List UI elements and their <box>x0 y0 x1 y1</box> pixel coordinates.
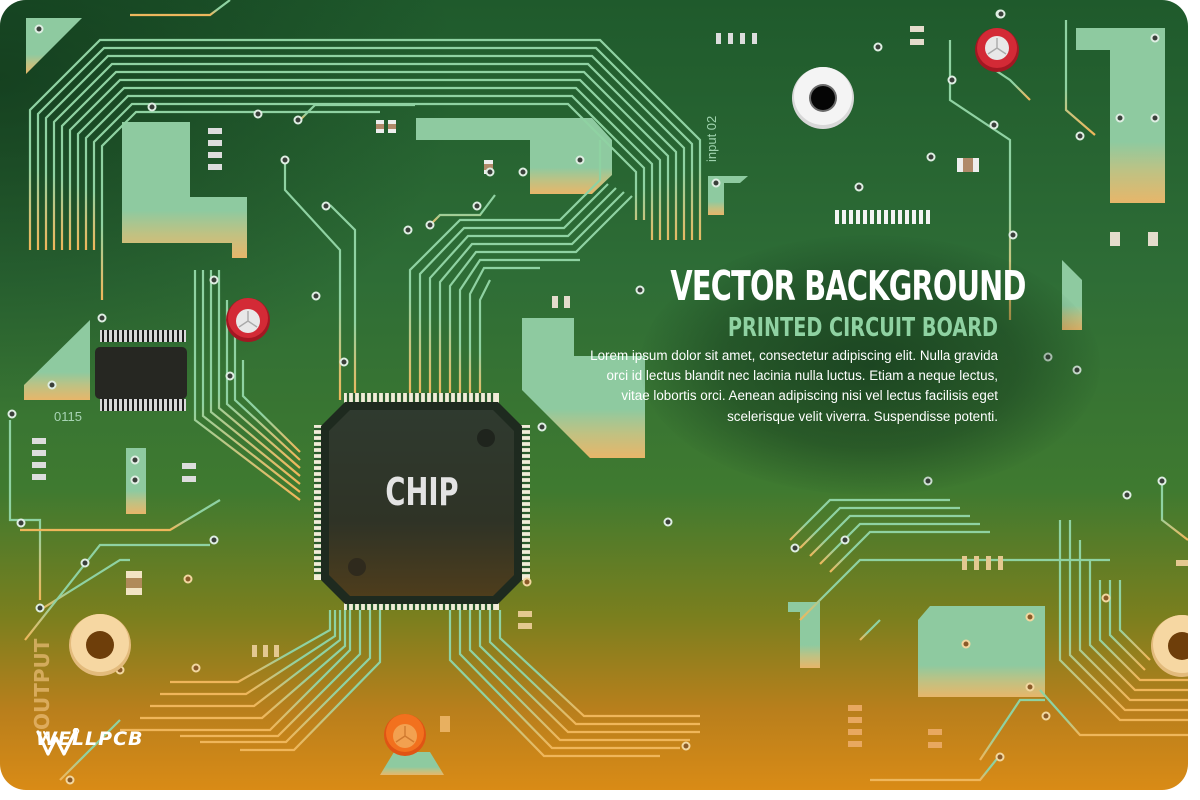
trace-bundle-chip-right <box>408 140 665 552</box>
trace-bundle-bottom <box>59 558 700 781</box>
pcb-board: VECTOR BACKGROUND PRINTED CIRCUIT BOARD … <box>0 0 1188 790</box>
title-backdrop <box>640 235 1100 495</box>
trace-bundle-top-left <box>28 0 702 300</box>
vias <box>7 9 1167 613</box>
vias-warm <box>65 574 1111 785</box>
mounting-hole-white <box>792 67 854 129</box>
body-text: Lorem ipsum dolor sit amet, consectetur … <box>590 348 998 424</box>
trace-bundle-left <box>8 103 496 641</box>
trace-bundle-right <box>789 0 1188 782</box>
smd-components <box>32 26 1188 748</box>
circuit-traces <box>7 0 1188 785</box>
capacitor-red-left <box>226 298 270 342</box>
capacitor-orange-bottom <box>384 714 426 756</box>
wellpcb-logo: WELLPCB <box>36 728 144 756</box>
mounting-hole-gold-right <box>1151 615 1188 677</box>
capacitor-red-top <box>975 28 1019 72</box>
title-block: VECTOR BACKGROUND PRINTED CIRCUIT BOARD … <box>578 262 1026 427</box>
silkscreen-input-label: input 02 <box>704 115 719 162</box>
page-title: VECTOR BACKGROUND <box>670 262 1026 310</box>
connector-pins <box>835 210 930 224</box>
logo-text: WELLPCB <box>36 728 144 750</box>
soic-chip <box>95 330 187 411</box>
wellpcb-w-icon <box>36 728 80 756</box>
chip-label: CHIP <box>385 470 459 514</box>
copper-pads <box>24 18 1165 775</box>
mounting-hole-gold-left <box>69 614 131 676</box>
page-subtitle: PRINTED CIRCUIT BOARD <box>727 313 998 343</box>
silkscreen-output-label: OUTPUT <box>30 638 54 730</box>
silkscreen-part-number: 0115 <box>54 409 82 424</box>
